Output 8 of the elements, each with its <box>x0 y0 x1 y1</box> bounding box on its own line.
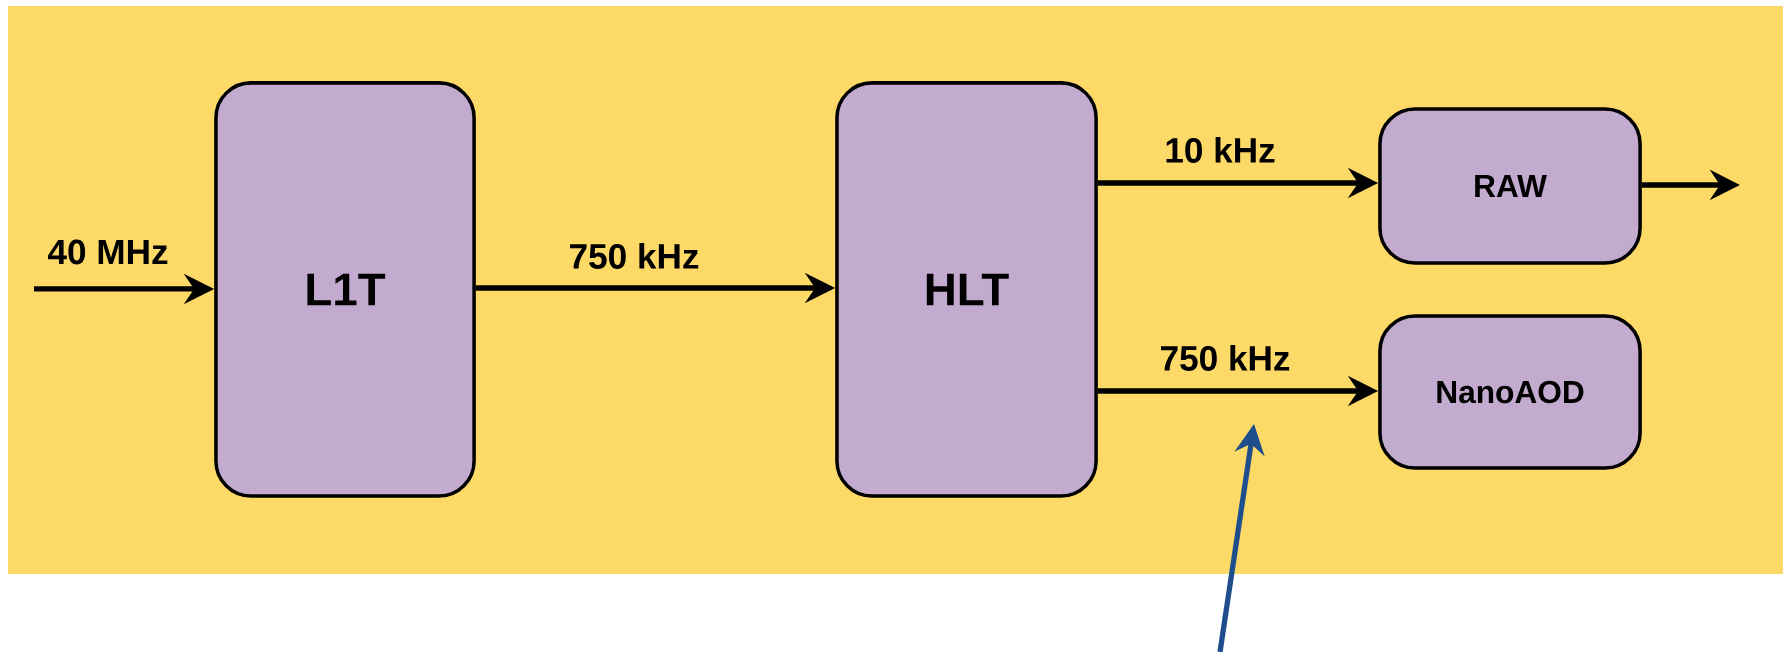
process-box: NanoAOD <box>1378 314 1642 470</box>
process-box: RAW <box>1378 107 1642 265</box>
process-box: HLT <box>835 81 1098 498</box>
edge-label: 750 kHz <box>1161 345 1290 371</box>
process-box: L1T <box>214 81 476 498</box>
edge-label: 750 kHz <box>570 243 699 269</box>
edge-label: 10 kHz <box>1166 137 1275 163</box>
edge-label: 40 MHz <box>48 239 168 265</box>
